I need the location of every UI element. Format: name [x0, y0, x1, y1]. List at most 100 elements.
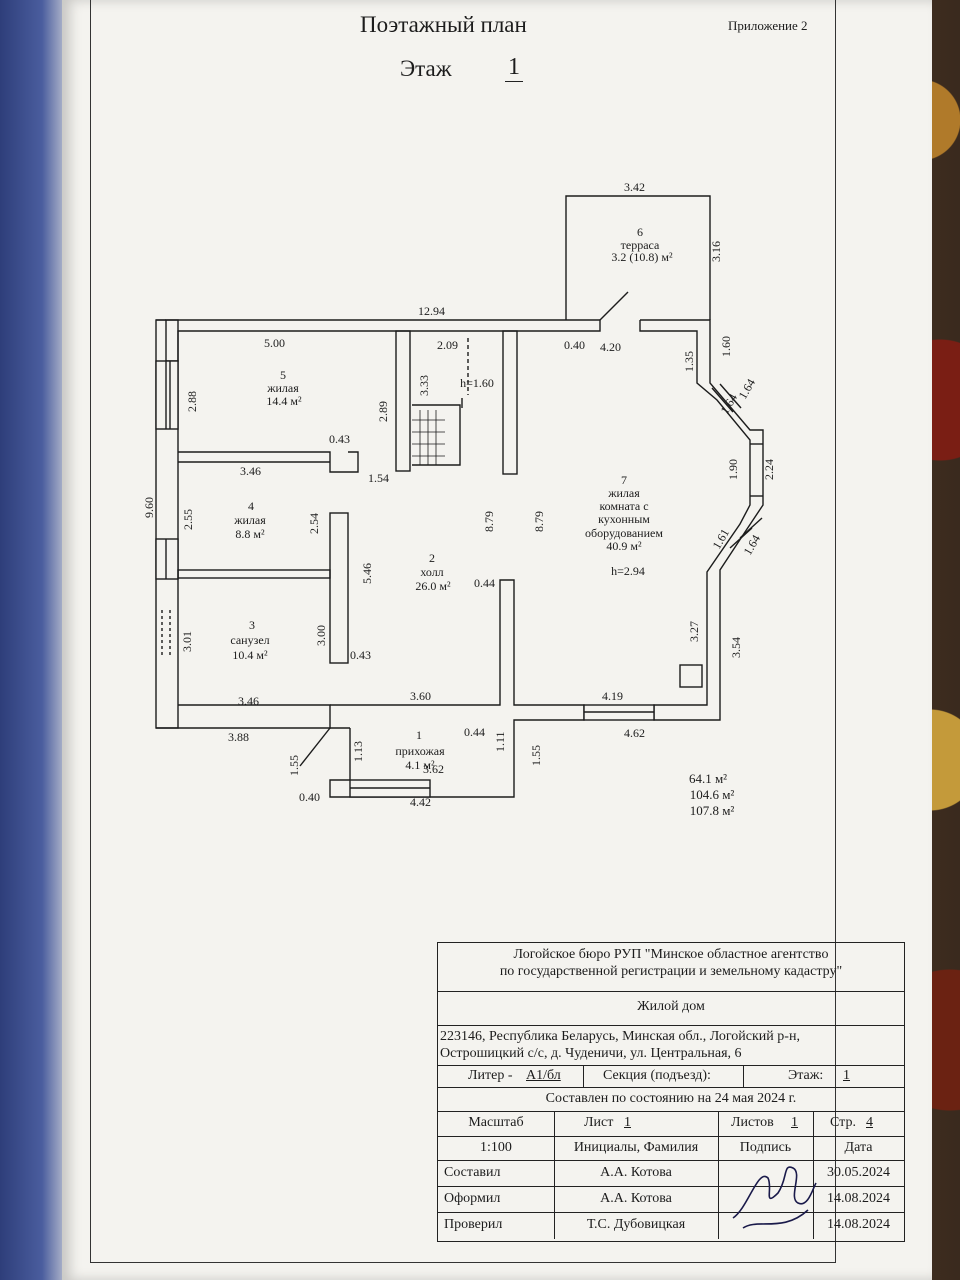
document-sheet — [62, 0, 932, 1280]
dimension: 9.60 — [142, 497, 156, 518]
room-area: 4.1 м² — [405, 758, 435, 772]
col-name-header: Инициалы, Фамилия — [573, 1140, 699, 1155]
person-name: Т.С. Дубовицкая — [586, 1217, 686, 1232]
room-name: комната с — [599, 499, 648, 513]
floor-label: Этаж — [400, 56, 452, 81]
dimension: 3.16 — [709, 241, 723, 262]
dimension: 2.54 — [307, 513, 321, 534]
plan-walls — [155, 195, 764, 798]
dimension: 3.27 — [687, 621, 701, 642]
dimension: 1.13 — [351, 741, 365, 762]
room-number: 6 — [637, 225, 643, 239]
sheet-value: 1 — [624, 1115, 631, 1130]
dimension: 1.90 — [726, 459, 740, 480]
room-area: 14.4 м² — [266, 394, 302, 408]
stair-height: h=1.60 — [460, 376, 494, 390]
dimension: 0.43 — [329, 432, 350, 446]
room-area: 40.9 м² — [606, 539, 642, 553]
dimension: 1.55 — [529, 745, 543, 766]
sign-date: 14.08.2024 — [827, 1191, 890, 1206]
floor-label: Этаж: — [788, 1068, 824, 1083]
signoff-row: Составил А.А. Котова 30.05.2024 — [438, 1160, 904, 1187]
room-labels: 6 терраса 3.2 (10.8) м² 5 жилая 14.4 м² … — [230, 225, 673, 772]
date-row: Составлен по состоянию на 24 мая 2024 г. — [438, 1087, 904, 1112]
dimension: 0.43 — [350, 648, 371, 662]
dimension: 8.79 — [482, 511, 496, 532]
dimension: 1.55 — [287, 755, 301, 776]
scale-value: 1:100 — [480, 1140, 512, 1155]
dimension: 2.24 — [762, 459, 776, 480]
drawing-frame — [90, 0, 836, 1263]
dimension: 3.00 — [314, 625, 328, 646]
person-name: А.А. Котова — [600, 1191, 672, 1206]
page-title: Поэтажный план — [360, 12, 527, 37]
room-area: 10.4 м² — [232, 648, 268, 662]
room-name: жилая — [233, 513, 266, 527]
col-date-header: Дата — [844, 1140, 873, 1155]
appendix-label: Приложение 2 — [728, 18, 808, 33]
dimension: 3.54 — [729, 637, 743, 658]
address-line: 223146, Республика Беларусь, Минская обл… — [440, 1029, 800, 1044]
sheets-value: 1 — [791, 1115, 798, 1130]
room-name: терраса — [621, 238, 660, 252]
room-name: оборудованием — [585, 526, 663, 540]
dimension: 2.09 — [437, 338, 458, 352]
org-line: по государственной регистрации и земельн… — [499, 964, 843, 979]
dimension: 4.62 — [624, 726, 645, 740]
floor-number: 1 — [505, 54, 523, 82]
signoff-row: Проверил Т.С. Дубовицкая 14.08.2024 — [438, 1212, 904, 1239]
dimension: 12.94 — [418, 304, 445, 318]
dimension: 2.88 — [185, 391, 199, 412]
dimension: 3.88 — [228, 730, 249, 744]
sign-date: 14.08.2024 — [827, 1217, 890, 1232]
room-name: прихожая — [395, 744, 445, 758]
dimension: 3.01 — [180, 631, 194, 652]
floor-value: 1 — [843, 1068, 850, 1083]
dimension: 4.42 — [410, 795, 431, 809]
handwritten-signature — [732, 1166, 817, 1229]
dimension: 3.42 — [624, 180, 645, 194]
col-sign-header: Подпись — [739, 1140, 792, 1155]
dimension: 3.46 — [240, 464, 261, 478]
address-row: 223146, Республика Беларусь, Минская обл… — [438, 1025, 904, 1066]
room-name: кухонным — [598, 512, 650, 526]
dimension: 3.33 — [417, 375, 431, 396]
room-name: холл — [420, 565, 443, 579]
sign-date: 30.05.2024 — [827, 1165, 890, 1180]
person-name: А.А. Котова — [600, 1165, 672, 1180]
dimension: 1.60 — [719, 336, 733, 357]
page-value: 4 — [866, 1115, 873, 1130]
liter-value: А1/бл — [526, 1068, 561, 1083]
room-number: 2 — [429, 551, 435, 565]
scale-label: Масштаб — [468, 1115, 524, 1130]
room-height: h=2.94 — [611, 564, 645, 578]
role-label: Оформил — [444, 1191, 501, 1206]
object-name: Жилой дом — [637, 999, 705, 1014]
room-name: санузел — [230, 633, 269, 647]
dimension: 0.40 — [299, 790, 320, 804]
dimension: 2.55 — [181, 509, 195, 530]
plan-dimensions: 3.42 3.16 12.94 5.00 2.09 0.40 4.20 1.35… — [142, 180, 776, 809]
room-name: жилая — [607, 486, 640, 500]
dimension: 0.44 — [464, 725, 485, 739]
section-label: Секция (подъезд): — [603, 1068, 711, 1083]
sheet-row: Масштаб Лист 1 Листов 1 Стр. 4 — [438, 1111, 904, 1137]
address-line: Острошицкий с/с, д. Чуденичи, ул. Центра… — [440, 1046, 742, 1061]
room-number: 7 — [621, 473, 627, 487]
dimension: 0.44 — [474, 576, 495, 590]
room-number: 3 — [249, 618, 255, 632]
org-row: Логойское бюро РУП "Минское областное аг… — [438, 943, 904, 992]
columns-row: 1:100 Инициалы, Фамилия Подпись Дата — [438, 1136, 904, 1161]
room-name: жилая — [266, 381, 299, 395]
liter-label: Литер - — [468, 1068, 513, 1083]
page-label: Стр. — [830, 1115, 856, 1130]
liter-row: Литер - А1/бл Секция (подъезд): Этаж: 1 — [438, 1065, 904, 1088]
room-area: 8.8 м² — [235, 527, 265, 541]
room-number: 1 — [416, 728, 422, 742]
dimension: 1.54 — [368, 471, 389, 485]
dimension: 3.60 — [410, 689, 431, 703]
date-line: Составлен по состоянию на 24 мая 2024 г. — [545, 1091, 797, 1106]
dimension: 3.46 — [238, 694, 259, 708]
dimension: 3.62 — [423, 762, 444, 776]
